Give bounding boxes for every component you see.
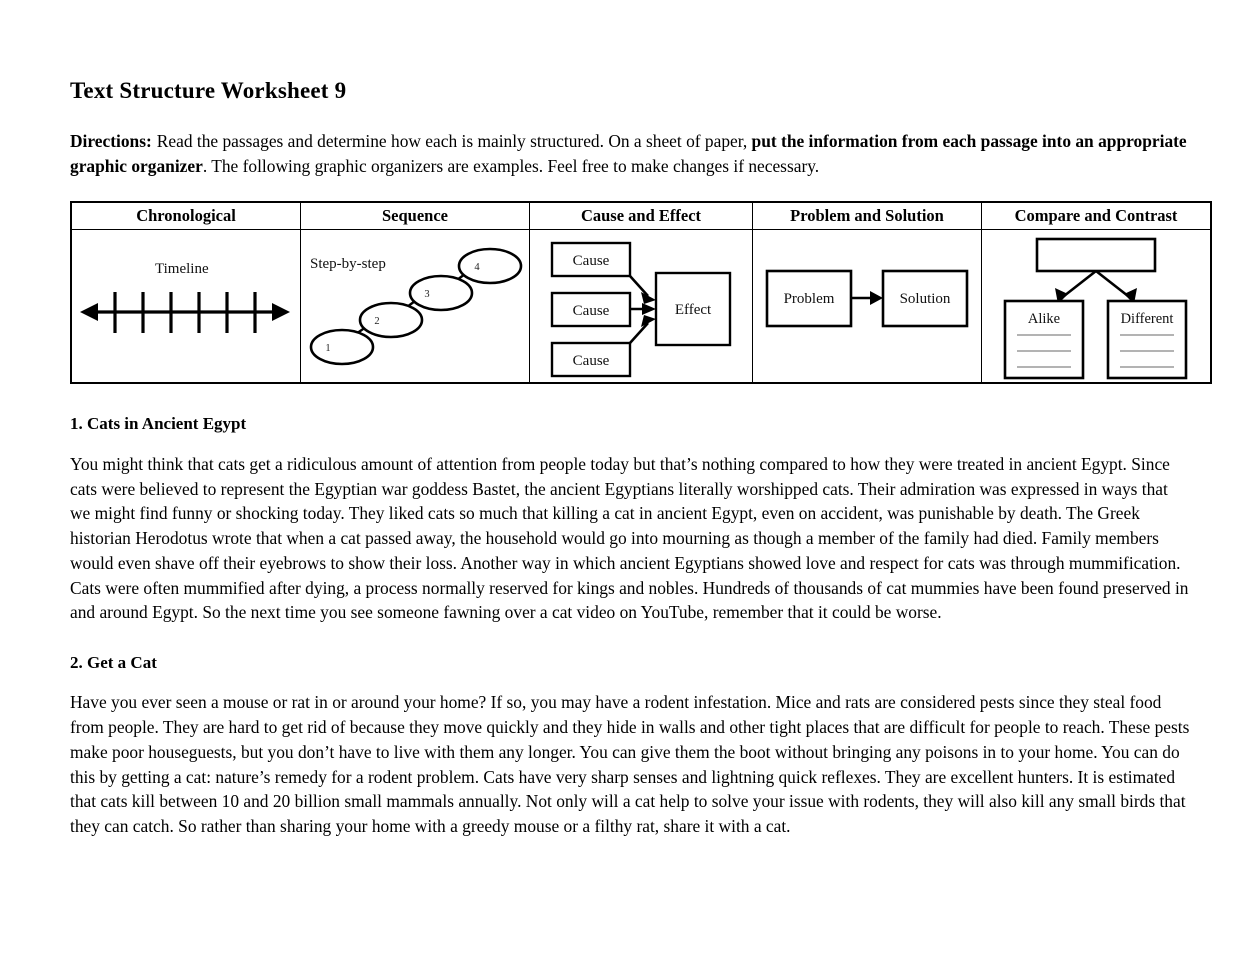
cell-chronological: Timeline: [70, 228, 301, 384]
cause-label-2: Cause: [573, 303, 610, 319]
cell-cause-and-effect: Cause Cause Cause Effect: [529, 228, 753, 384]
passage-1-body: You might think that cats get a ridiculo…: [70, 453, 1189, 623]
cell-problem-and-solution: Problem Solution: [752, 228, 982, 384]
svg-text:4: 4: [474, 262, 480, 273]
column-header-compare-and-contrast: Compare and Contrast: [981, 201, 1212, 230]
sequence-caption: Step-by-step: [310, 255, 386, 272]
column-header-chronological: Chronological: [70, 201, 301, 230]
solution-label: Solution: [900, 291, 951, 307]
topic-box: [1035, 237, 1157, 273]
directions-label: Directions:: [70, 131, 152, 152]
cause-label-3: Cause: [573, 353, 610, 369]
table-header-row: Chronological Sequence Cause and Effect …: [70, 201, 1212, 230]
passage-2-body: Have you ever seen a mouse or rat in or …: [70, 692, 1190, 837]
graphic-organizer-table: Chronological Sequence Cause and Effect …: [70, 200, 1212, 384]
column-header-cause-and-effect: Cause and Effect: [529, 201, 753, 230]
cell-compare-and-contrast: Alike Different: [981, 228, 1212, 384]
page-title: Text Structure Worksheet 9: [70, 78, 347, 103]
svg-text:3: 3: [424, 289, 429, 300]
cause-effect-diagram: Cause Cause Cause Effect: [550, 241, 732, 377]
effect-label: Effect: [675, 302, 712, 318]
directions-bold-phrase: put the information from each passage in…: [70, 131, 1187, 176]
cell-sequence: Step-by-step: [300, 228, 530, 384]
timeline-caption: Timeline: [155, 260, 209, 277]
problem-solution-diagram: Problem Solution: [765, 269, 969, 328]
problem-label: Problem: [784, 291, 835, 307]
alike-label: Alike: [1028, 311, 1060, 327]
svg-text:1: 1: [325, 343, 330, 354]
sequence-diagram: 1 2 3 4: [309, 247, 523, 366]
passage-1-heading: 1. Cats in Ancient Egypt: [70, 413, 247, 433]
column-header-sequence: Sequence: [300, 201, 530, 230]
directions-paragraph: Directions:Read the passages and determi…: [70, 129, 1193, 178]
directions-text-part2: . The following graphic organizers are e…: [202, 156, 820, 176]
table-diagram-row: Timeline: [70, 228, 1212, 384]
svg-text:2: 2: [374, 316, 379, 327]
timeline-diagram: [80, 291, 290, 333]
passage-2-heading: 2. Get a Cat: [70, 653, 157, 673]
cause-label-1: Cause: [573, 253, 610, 269]
directions-text-part1: Read the passages and determine how each…: [156, 131, 748, 152]
different-label: Different: [1121, 311, 1174, 327]
compare-contrast-diagram: Alike Different: [1003, 237, 1188, 380]
column-header-problem-and-solution: Problem and Solution: [752, 201, 982, 230]
